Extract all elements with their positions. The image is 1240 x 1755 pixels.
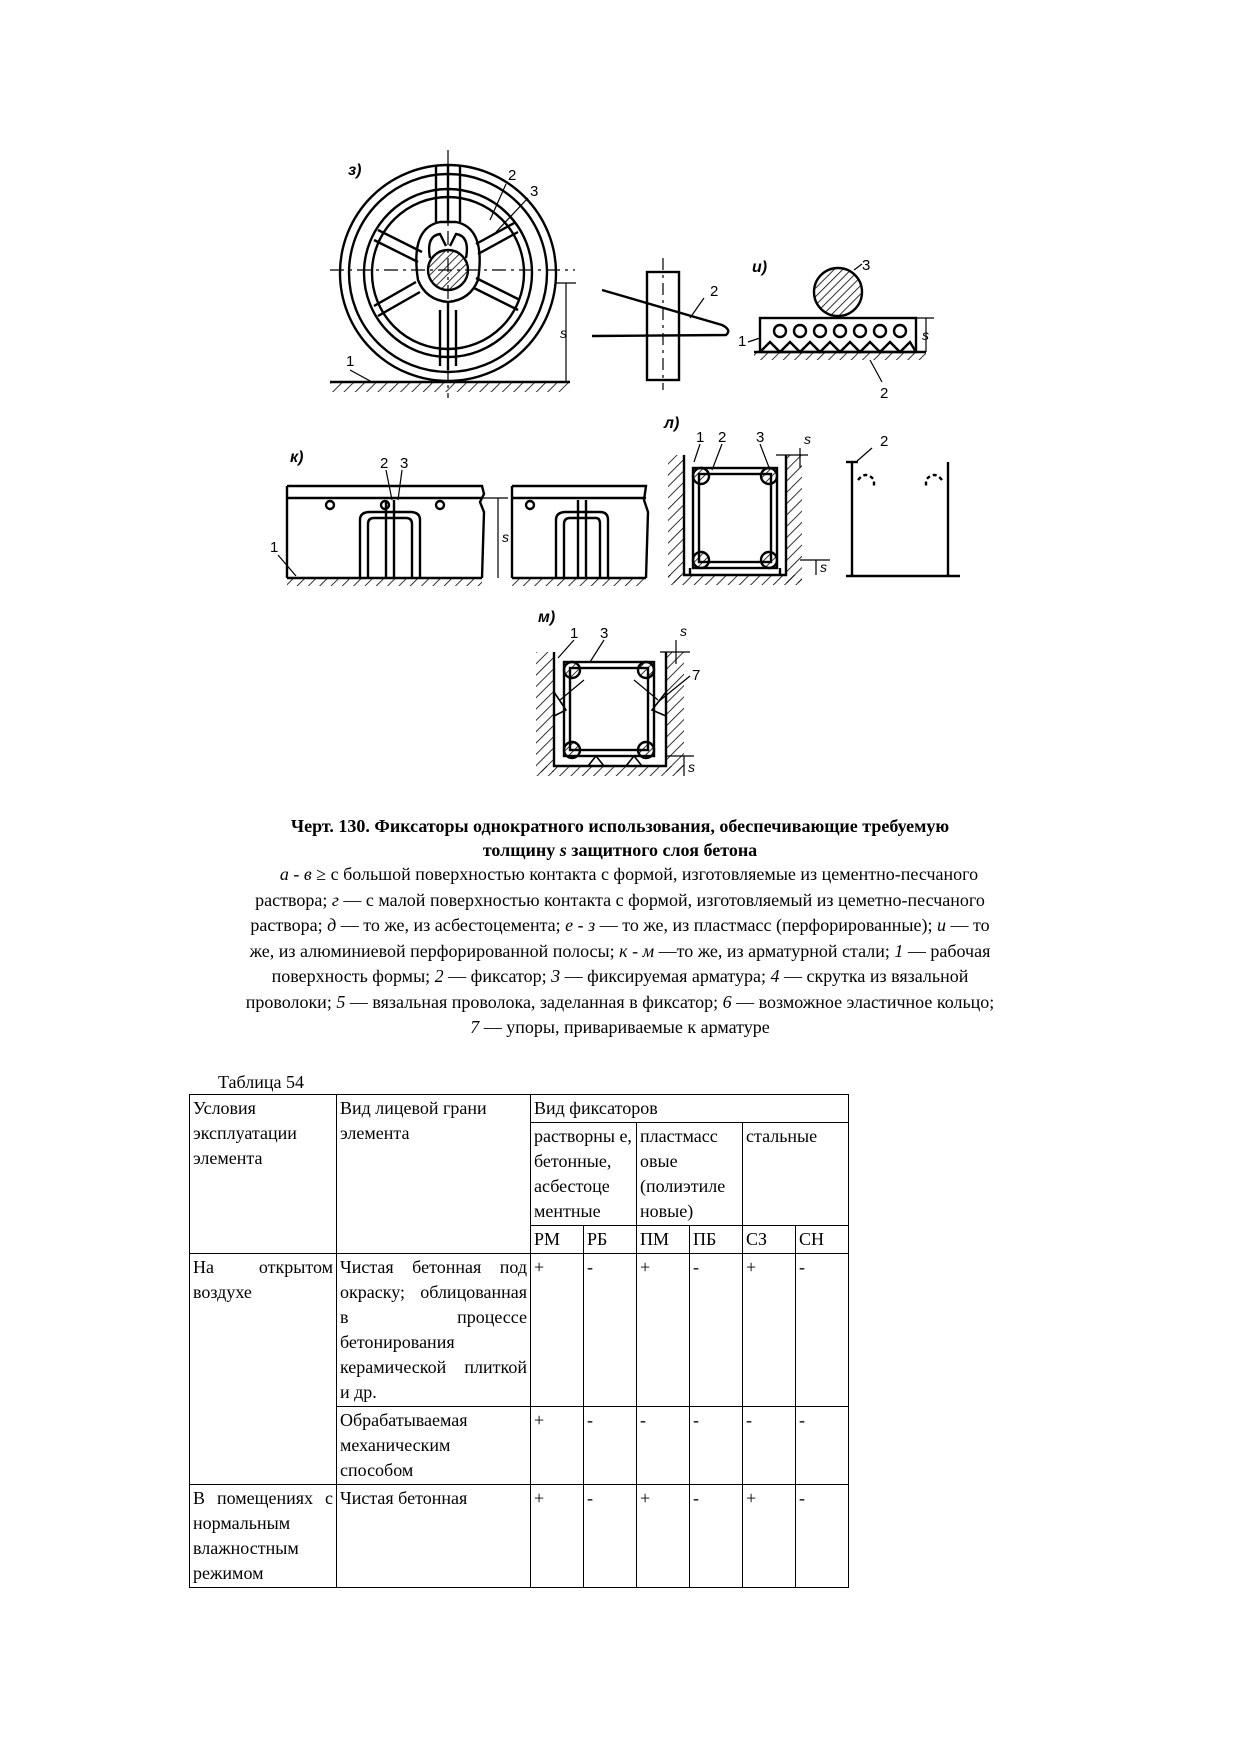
table-row: Обрабатываемая механическим способом + -… [190, 1406, 849, 1485]
cell-value: - [636, 1406, 690, 1485]
callout-1: 1 [346, 353, 354, 370]
cell-value: - [795, 1484, 849, 1588]
callout-3: 3 [600, 625, 608, 642]
cell-face: Чистая бетонная под окраску; облицованна… [336, 1253, 531, 1407]
callout-2: 2 [880, 433, 888, 450]
panel-l-side [846, 447, 960, 578]
callout-3: 3 [530, 183, 538, 200]
header-code: РБ [583, 1225, 637, 1254]
table-row: На открытом воздухе Чистая бетонная под … [189, 1253, 849, 1485]
cell-value: - [795, 1406, 849, 1485]
callout-3: 3 [756, 429, 764, 446]
cell-condition: На открытом воздухе [189, 1253, 337, 1485]
legend-line: раствора; г — с малой поверхностью конта… [255, 889, 985, 910]
header-group-steel: стальные [742, 1122, 849, 1226]
panel-label-l: л) [663, 415, 679, 432]
cell-face: Чистая бетонная [336, 1484, 531, 1588]
dim-label-s: s [560, 325, 567, 341]
panel-z-wheel [330, 150, 576, 398]
cell-value: - [689, 1484, 743, 1588]
figure-caption-title: Черт. 130. Фиксаторы однократного исполь… [200, 814, 1040, 862]
callout-1: 1 [696, 429, 704, 446]
table-row: В помещениях с нормальным влажностным ре… [189, 1484, 849, 1588]
table-header-row: РМ РБ ПМ ПБ СЗ СН [190, 1225, 849, 1254]
header-code: РМ [530, 1225, 584, 1254]
callout-1: 1 [738, 333, 746, 350]
cell-value: - [742, 1406, 796, 1485]
cell-value: + [636, 1484, 690, 1588]
callout-2: 2 [710, 283, 718, 300]
dim-label-s: s [922, 327, 929, 343]
cell-value: - [689, 1253, 743, 1407]
table-header-row: Условия эксплуатации элемента Вид лицево… [189, 1094, 849, 1254]
callout-2: 2 [880, 385, 888, 402]
cell-value: + [530, 1406, 584, 1485]
callout-3: 3 [862, 257, 870, 274]
cell-value: - [583, 1253, 637, 1407]
caption-title-line2: толщину s защитного слоя бетона [482, 840, 758, 860]
header-code: ПБ [689, 1225, 743, 1254]
header-code: СЗ [742, 1225, 796, 1254]
cell-value: + [530, 1484, 584, 1588]
callout-2: 2 [718, 429, 726, 446]
callout-1: 1 [270, 539, 278, 556]
figure-caption-legend: а - в ≥ с большой поверхностью контакта … [180, 862, 1060, 1041]
dim-label-s: s [820, 559, 827, 575]
cell-value: - [795, 1253, 849, 1407]
cell-value: - [583, 1406, 637, 1485]
table-header-row: растворны е, бетонные, асбестоце ментные… [190, 1122, 849, 1226]
panel-m [536, 639, 694, 776]
cell-face: Обрабатываемая механическим способом [336, 1406, 531, 1485]
cell-value: - [583, 1484, 637, 1588]
legend-line: поверхность формы; 2 — фиксатор; 3 — фик… [271, 966, 969, 986]
legend-line: раствора; д — то же, из асбестоцемента; … [250, 915, 990, 935]
callout-3: 3 [400, 455, 408, 472]
panel-label-k: к) [290, 449, 303, 466]
panel-i-strip [747, 263, 934, 383]
legend-line: а - в ≥ с большой поверхностью контакта … [279, 864, 979, 884]
dim-label-s: s [688, 759, 695, 775]
header-code: СН [795, 1225, 849, 1254]
cell-value: - [689, 1406, 743, 1485]
header-face: Вид лицевой грани элемента [336, 1094, 531, 1254]
dim-label-s: s [680, 623, 687, 639]
callout-2: 2 [380, 455, 388, 472]
legend-line: проволоки; 5 — вязальная проволока, заде… [245, 991, 995, 1012]
cell-value: + [636, 1253, 690, 1407]
cell-value: + [742, 1253, 796, 1407]
legend-line: 7 — упоры, привариваемые к арматуре [470, 1017, 770, 1037]
table-caption: Таблица 54 [218, 1072, 304, 1092]
panel-l [668, 443, 830, 585]
cell-value: + [742, 1484, 796, 1588]
dim-label-s: s [804, 431, 811, 447]
panel-k-section [510, 484, 650, 586]
dim-label-s: s [502, 529, 509, 545]
header-code: ПМ [636, 1225, 690, 1254]
fixators-table: Условия эксплуатации элемента Вид лицево… [189, 1094, 849, 1588]
callout-2: 2 [508, 167, 516, 184]
header-conditions: Условия эксплуатации элемента [189, 1094, 337, 1254]
header-group-mortar: растворны е, бетонные, асбестоце ментные [530, 1122, 637, 1226]
panel-label-z: з) [348, 162, 362, 179]
panel-label-i: и) [752, 259, 767, 276]
technical-drawing: з) и) к) л) м) 2 3 1 2 3 1 2 2 3 1 1 2 3… [270, 150, 960, 776]
legend-line: же, из алюминиевой перфорированной полос… [249, 940, 991, 961]
panel-k [277, 469, 508, 586]
callout-7: 7 [692, 667, 700, 684]
panel-wire-clip [591, 258, 730, 390]
cell-value: + [530, 1253, 584, 1407]
panel-label-m: м) [538, 609, 555, 626]
callout-1: 1 [570, 625, 578, 642]
header-fixators: Вид фиксаторов [530, 1094, 849, 1123]
header-group-plastic: пластмасс овые (полиэтиле новые) [636, 1122, 743, 1226]
caption-title-line1: Черт. 130. Фиксаторы однократного исполь… [290, 816, 950, 836]
cell-condition: В помещениях с нормальным влажностным ре… [189, 1484, 337, 1588]
